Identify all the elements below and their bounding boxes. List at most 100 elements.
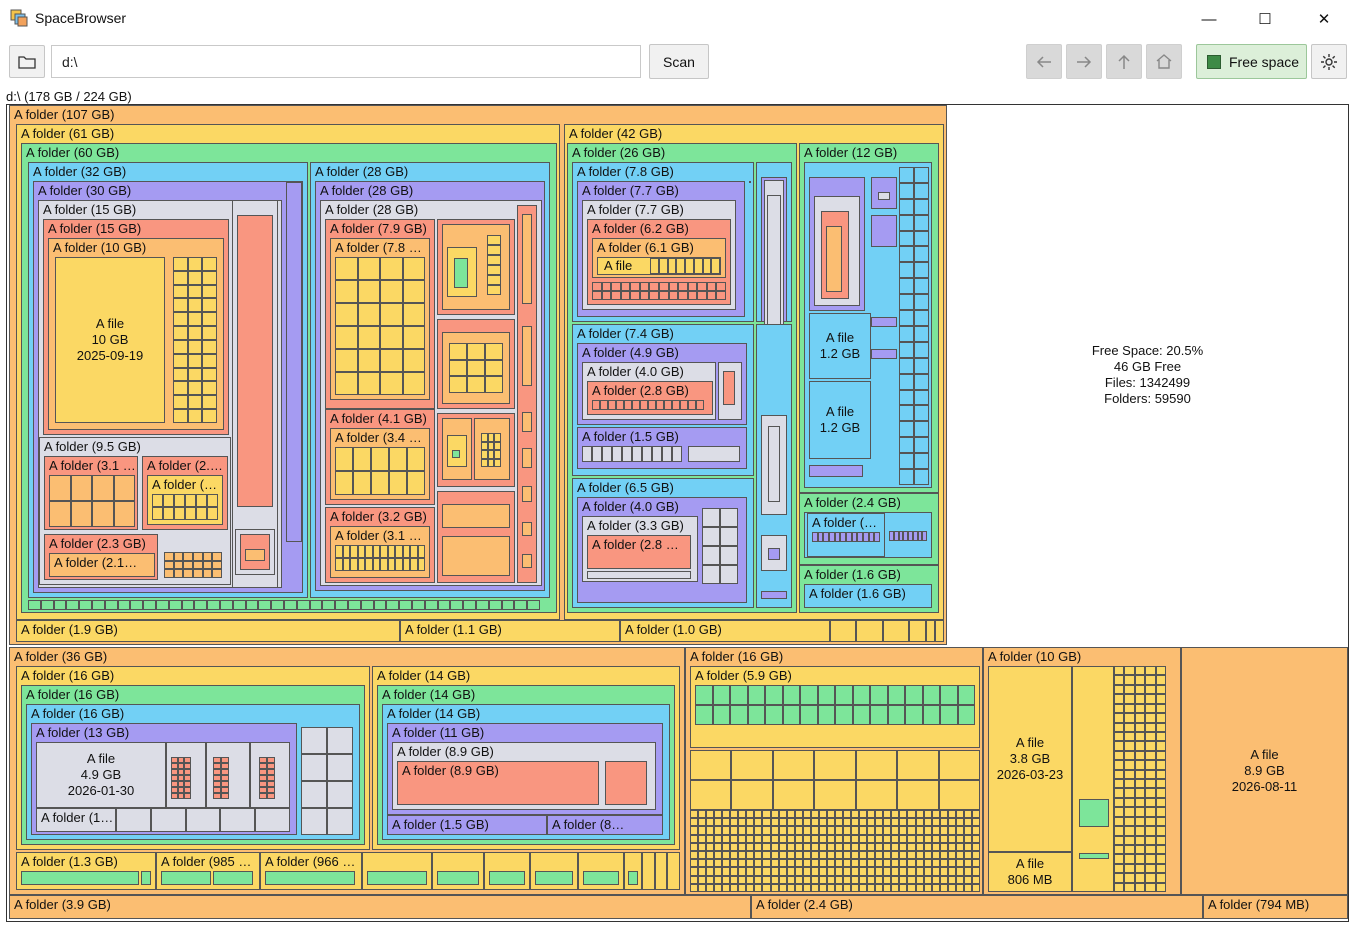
treemap-cell[interactable]	[923, 859, 932, 868]
treemap-cell[interactable]	[907, 883, 916, 892]
treemap-cell[interactable]	[914, 469, 929, 485]
treemap-cell[interactable]	[487, 450, 495, 459]
treemap-cell[interactable]	[802, 834, 811, 843]
treemap-cell[interactable]	[1114, 844, 1125, 855]
treemap-cell[interactable]	[1124, 863, 1135, 874]
treemap-cell[interactable]	[794, 842, 803, 851]
treemap-cell[interactable]	[698, 810, 707, 819]
treemap-cell[interactable]	[947, 883, 956, 892]
treemap-cell[interactable]	[221, 769, 229, 775]
treemap-cell[interactable]	[335, 372, 358, 395]
treemap-folder[interactable]: A folder (32 GB) A folder (30 GB) A fold…	[28, 162, 308, 598]
treemap-cell[interactable]	[899, 867, 908, 876]
treemap-cell[interactable]	[357, 545, 365, 558]
treemap-cell[interactable]	[875, 834, 884, 843]
treemap-cell[interactable]	[173, 298, 188, 313]
home-button[interactable]	[1146, 44, 1182, 79]
treemap-cell[interactable]	[1124, 835, 1135, 845]
treemap-cell[interactable]	[685, 258, 694, 274]
treemap-cell[interactable]	[794, 859, 803, 868]
treemap-cell[interactable]	[939, 850, 948, 860]
treemap-file-grid[interactable]	[28, 600, 540, 610]
treemap-cell[interactable]	[914, 246, 929, 263]
treemap-cell[interactable]	[971, 818, 980, 827]
treemap-cell[interactable]	[738, 842, 747, 851]
treemap-cell[interactable]	[738, 850, 747, 860]
treemap-file-grid[interactable]	[650, 258, 720, 274]
treemap-block[interactable]	[1079, 853, 1109, 859]
treemap-cell[interactable]	[168, 600, 182, 610]
treemap-file[interactable]	[237, 215, 273, 507]
treemap-cell[interactable]	[690, 883, 699, 892]
path-input[interactable]	[51, 45, 641, 78]
treemap-cell[interactable]	[867, 818, 876, 827]
treemap-cell[interactable]	[449, 359, 467, 377]
treemap-cell[interactable]	[818, 859, 827, 868]
treemap-cell[interactable]	[810, 810, 819, 819]
treemap-cell[interactable]	[875, 810, 884, 819]
treemap-block[interactable]	[871, 317, 897, 327]
treemap-cell[interactable]	[1145, 713, 1156, 723]
treemap-folder[interactable]: A folder (14 GB) A folder (11 GB) A fold…	[382, 704, 670, 840]
treemap-cell[interactable]	[1134, 741, 1146, 751]
treemap-cell[interactable]	[1134, 863, 1146, 874]
treemap-cell[interactable]	[488, 600, 502, 610]
treemap-cell[interactable]	[899, 818, 908, 827]
treemap-cell[interactable]	[612, 446, 622, 462]
treemap-cell[interactable]	[802, 850, 811, 860]
treemap-cell[interactable]	[778, 883, 787, 892]
treemap-cell[interactable]	[654, 852, 668, 890]
open-folder-button[interactable]	[9, 45, 45, 78]
treemap-cell[interactable]	[380, 372, 403, 395]
treemap-cell[interactable]	[810, 875, 819, 884]
treemap-cell[interactable]	[350, 545, 358, 558]
treemap-cell[interactable]	[843, 850, 852, 860]
treemap-cell[interactable]	[1145, 703, 1156, 714]
treemap-cell[interactable]	[899, 373, 914, 390]
treemap-cell[interactable]	[187, 395, 203, 410]
treemap-cell[interactable]	[772, 780, 815, 810]
treemap-cell[interactable]	[786, 834, 795, 843]
treemap-folder[interactable]: A folder (3.1 …	[44, 456, 138, 530]
treemap-cell[interactable]	[955, 842, 964, 851]
treemap-cell[interactable]	[1124, 713, 1135, 723]
treemap-cell[interactable]	[730, 842, 739, 851]
treemap-cell[interactable]	[467, 343, 485, 360]
treemap-folder[interactable]: A folder (3.9 GB)	[9, 895, 751, 919]
treemap-cell[interactable]	[826, 818, 835, 827]
treemap-cell[interactable]	[762, 842, 771, 851]
treemap-cell[interactable]	[296, 600, 310, 610]
treemap-folder[interactable]: A folder (6.1 GB) A file	[592, 238, 726, 278]
treemap-cell[interactable]	[1114, 741, 1125, 751]
treemap-cell[interactable]	[284, 600, 297, 610]
treemap-cell[interactable]	[778, 818, 787, 827]
treemap-cell[interactable]	[481, 433, 488, 442]
treemap-folder[interactable]: A folder (16 GB) A folder (13 GB) A file…	[26, 704, 360, 840]
treemap-block[interactable]	[452, 450, 460, 458]
treemap-cell[interactable]	[1155, 760, 1166, 770]
treemap-cell[interactable]	[702, 508, 720, 527]
treemap-cell[interactable]	[818, 883, 827, 892]
treemap-cell[interactable]	[834, 859, 844, 868]
treemap-cell[interactable]	[650, 258, 659, 274]
treemap-folder[interactable]: A folder (28 GB) A folder (7.9 GB) A fol…	[320, 200, 542, 586]
treemap-cell[interactable]	[202, 298, 217, 313]
treemap-cell[interactable]	[914, 325, 929, 342]
treemap-cell[interactable]	[658, 291, 669, 300]
treemap-cell[interactable]	[1114, 788, 1125, 798]
treemap-block[interactable]	[761, 591, 787, 599]
treemap-file-grid[interactable]	[171, 757, 191, 799]
treemap-file-grid[interactable]	[812, 532, 880, 542]
treemap-folder[interactable]	[232, 200, 278, 588]
treemap-cell[interactable]	[213, 781, 221, 787]
treemap-cell[interactable]	[955, 834, 964, 843]
treemap-cell[interactable]	[914, 182, 929, 199]
treemap-cell[interactable]	[1114, 703, 1125, 714]
treemap-cell[interactable]	[859, 883, 868, 892]
treemap-folder[interactable]: A folder (4.0 GB) A folder (2.8 GB)	[582, 362, 716, 420]
treemap-cell[interactable]	[955, 810, 964, 819]
treemap-cell[interactable]	[173, 395, 188, 410]
treemap-block[interactable]	[522, 214, 532, 304]
treemap-cell[interactable]	[914, 294, 929, 311]
